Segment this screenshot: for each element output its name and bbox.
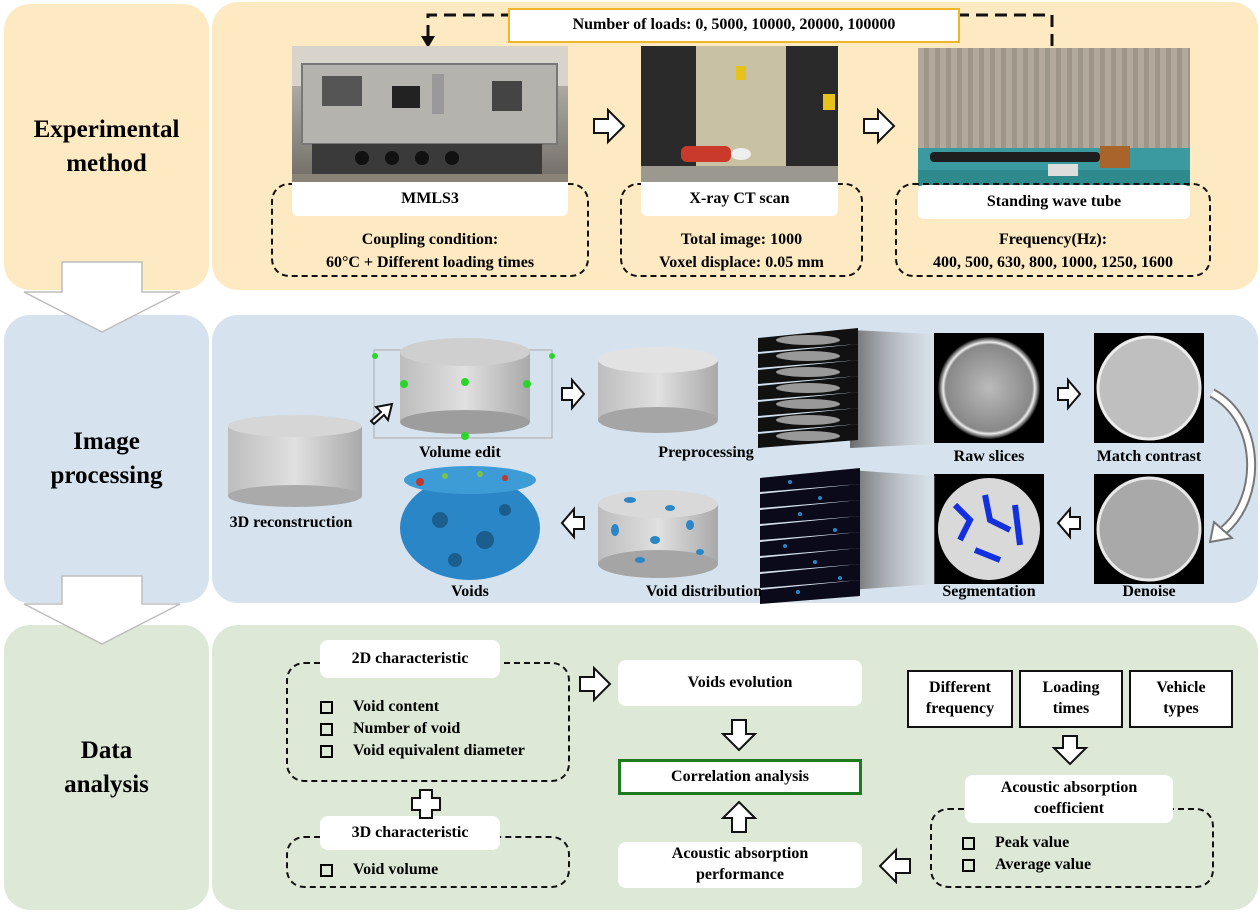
label-segmentation: Segmentation [942, 583, 1036, 600]
image-main-panel [212, 315, 1258, 603]
right-arrow-icon [561, 377, 586, 411]
right-arrow-icon [593, 107, 626, 145]
raw-slice-stack [758, 328, 935, 448]
tube-frequency: Frequency(Hz): 400, 500, 630, 800, 1000,… [933, 231, 1173, 272]
label-match-contrast: Match contrast [1096, 448, 1202, 465]
mmls3-photo [292, 46, 568, 186]
label-denoise: Denoise [1122, 583, 1176, 600]
checkbox-icon [320, 722, 333, 736]
ct-title: X-ray CT scan [641, 182, 838, 216]
down-arrow-icon [1051, 735, 1089, 766]
list-item: Number of void [320, 718, 525, 740]
up-arrow-icon [720, 800, 758, 833]
left-arrow-icon [560, 506, 585, 540]
image-side-panel [4, 315, 209, 603]
right-arrow-icon [863, 107, 896, 145]
checkbox-icon [320, 700, 333, 714]
ct-parameters: Total image: 1000 Voxel displace: 0.05 m… [659, 231, 824, 272]
analysis-side-panel [4, 625, 209, 910]
tube-dashed-box [895, 183, 1211, 277]
label-3d-reconstruction: 3D reconstruction [229, 514, 353, 531]
list-item: Void volume [320, 859, 438, 881]
checkbox-icon [320, 863, 333, 877]
checkbox-icon [320, 744, 333, 758]
label-volume-edit: Volume edit [419, 444, 501, 461]
right-arrow-icon [1057, 377, 1082, 411]
correlation-analysis-box: Correlation analysis [618, 759, 862, 795]
volume-edit-image [372, 338, 555, 440]
down-arrow-icon [23, 261, 181, 333]
void-slice-stack [760, 468, 935, 604]
char3d-list: Void volume [320, 859, 438, 881]
loads-banner: Number of loads: 0, 5000, 10000, 20000, … [508, 8, 960, 43]
preprocessing-image [598, 347, 718, 433]
down-arrow-icon [23, 575, 181, 645]
voids-image [400, 466, 540, 580]
diagonal-arrow-icon [369, 402, 394, 426]
experimental-side-panel [4, 4, 209, 290]
ct-scanner-photo [641, 46, 838, 186]
label-raw-slices: Raw slices [953, 448, 1025, 465]
char3d-title: 3D characteristic [320, 816, 500, 850]
label-preprocessing: Preprocessing [658, 444, 754, 461]
label-void-distribution: Void distribution [645, 583, 763, 600]
coefficient-list: Peak value Average value [962, 832, 1091, 876]
down-arrow-icon [720, 719, 758, 752]
char2d-list: Void content Number of void Void equival… [320, 696, 525, 762]
mmls3-condition: Coupling condition: 60°C + Different loa… [325, 231, 535, 272]
list-item: Void content [320, 696, 525, 718]
void-distribution-image [598, 490, 718, 578]
left-arrow-icon [878, 847, 911, 885]
list-item: Average value [962, 854, 1091, 876]
checkbox-icon [962, 858, 975, 872]
mmls3-title: MMLS3 [292, 182, 568, 216]
voids-evolution-box: Voids evolution [618, 660, 862, 706]
list-item: Void equivalent diameter [320, 740, 525, 762]
standing-wave-tube-photo [918, 48, 1190, 186]
char2d-title: 2D characteristic [320, 640, 500, 678]
tube-title: Standing wave tube [918, 185, 1190, 219]
left-arrow-icon [1056, 506, 1081, 540]
right-arrow-icon [579, 665, 612, 703]
3d-reconstruction-image [228, 415, 362, 507]
label-voids: Voids [451, 583, 489, 600]
list-item: Peak value [962, 832, 1091, 854]
plus-icon [411, 789, 441, 819]
checkbox-icon [962, 836, 975, 850]
